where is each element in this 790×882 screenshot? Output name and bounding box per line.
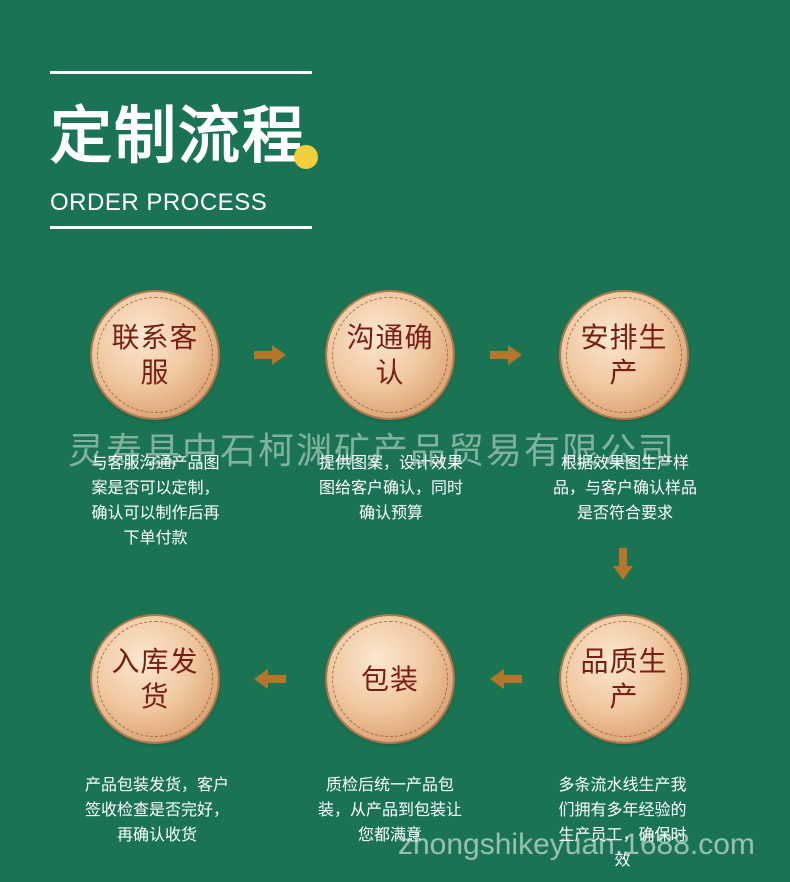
step-description: 质检后统一产品包装，从产品到包装让您都满意 (317, 775, 462, 844)
step-medal-quality: 品质生产 (561, 616, 687, 742)
arrow-left-icon (490, 669, 522, 689)
site-watermark: zhongshikeyuan.1688.com (398, 828, 755, 861)
step-medal-contact: 联系客服 (92, 292, 218, 418)
step-label: 联系客服 (111, 321, 199, 389)
header-bottom-line (50, 226, 312, 229)
arrow-right-icon (254, 345, 286, 365)
step-description: 提供图案，设计效果图给客户确认，同时确认预算 (318, 453, 463, 522)
step-description: 根据效果图生产样品，与客户确认样品是否符合要求 (552, 453, 697, 522)
page-title: 定制流程 (50, 99, 307, 172)
step-medal-ship: 入库发货 (92, 616, 218, 742)
step-label: 入库发货 (111, 645, 199, 713)
step-medal-confirm: 沟通确认 (327, 292, 453, 418)
step-label: 品质生产 (580, 645, 668, 713)
step-description: 产品包装发货，客户签收检查是否完好，再确认收货 (84, 775, 229, 844)
title-accent-dot (294, 145, 318, 169)
step-medal-arrange: 安排生产 (561, 292, 687, 418)
step-description: 与客服沟通产品图案是否可以定制，确认可以制作后再下单付款 (91, 453, 220, 547)
step-label: 包装 (360, 662, 419, 696)
arrow-right-icon (490, 345, 522, 365)
step-label: 安排生产 (580, 321, 668, 389)
arrow-down-icon (613, 548, 633, 580)
step-label: 沟通确认 (346, 321, 434, 389)
arrow-left-icon (254, 669, 286, 689)
page-subtitle: ORDER PROCESS (50, 189, 268, 216)
step-medal-package: 包装 (327, 616, 453, 742)
header-top-line (50, 71, 312, 74)
step-description: 多条流水线生产我们拥有多年经验的生产员工，确保时效 (558, 775, 687, 869)
company-watermark: 灵寿县中石柯渊矿产品贸易有限公司 (68, 431, 677, 472)
